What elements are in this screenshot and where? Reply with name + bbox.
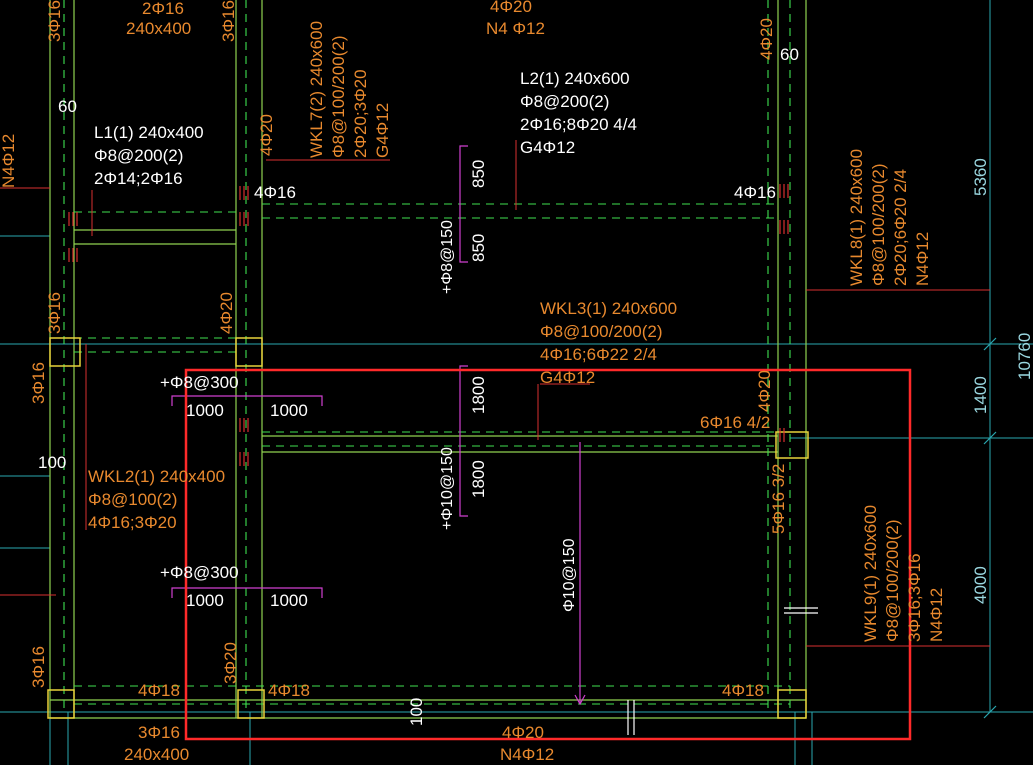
beam-rebar-4-18-b: 4Φ18 xyxy=(268,681,310,700)
col-rebar-4-20-upper: 4Φ20 xyxy=(257,114,276,156)
slab-bar-10-150-plus: +Φ10@150 xyxy=(439,447,456,530)
dim-60-left: 60 xyxy=(58,97,77,116)
right-col-rebar-4-20: 4Φ20 xyxy=(755,370,774,412)
wkl8-stirrup: Φ8@100/200(2) xyxy=(869,163,888,286)
wkl9-stirrup: Φ8@100/200(2) xyxy=(883,519,902,642)
dim-100-left: 100 xyxy=(38,453,66,472)
l2-beam-main: 2Φ16;8Φ20 4/4 xyxy=(520,115,637,134)
col-rebar-3-16-a: 3Φ16 xyxy=(45,292,64,334)
slab-bar-8-300-b: +Φ8@300 xyxy=(160,563,239,582)
columns xyxy=(47,337,809,719)
dim-4000: 4000 xyxy=(971,566,990,604)
left-col-rebar-top: 3Φ16 xyxy=(45,0,64,42)
bottom-beam-size: 240x400 xyxy=(124,745,189,764)
l2-beam-side: G4Φ12 xyxy=(520,138,575,157)
top-center-rebar: 4Φ20 xyxy=(490,0,532,16)
wkl7-main: 2Φ20;3Φ20 xyxy=(351,69,370,158)
l1-beam-stirrup: Φ8@200(2) xyxy=(94,146,183,165)
slab-dim-850-a: 850 xyxy=(469,160,488,188)
wkl9-title: WKL9(1) 240x600 xyxy=(861,505,880,642)
wkl2-stirrup: Φ8@100(2) xyxy=(88,490,177,509)
wkl3-main: 4Φ16;6Φ22 2/4 xyxy=(540,345,657,364)
beam-dashed-lines xyxy=(63,0,791,712)
l1-beam-title: L1(1) 240x400 xyxy=(94,123,204,142)
wkl7-title: WKL7(2) 240x600 xyxy=(307,21,326,158)
wkl8-side: N4Φ12 xyxy=(913,232,932,286)
dim-1000-d: 1000 xyxy=(270,591,308,610)
beam-rebar-4-16-right: 4Φ16 xyxy=(734,183,776,202)
l2-beam-stirrup: Φ8@200(2) xyxy=(520,92,609,111)
slab-bar-10-150: Φ10@150 xyxy=(561,538,578,612)
leader-lines xyxy=(0,140,990,647)
bottom-center-rebar: 4Φ20 xyxy=(502,723,544,742)
dim-1000-a: 1000 xyxy=(186,401,224,420)
wkl2-main: 4Φ16;3Φ20 xyxy=(88,513,177,532)
wkl7-stirrup: Φ8@100/200(2) xyxy=(329,35,348,158)
bottom-center-waist: N4Φ12 xyxy=(500,745,554,764)
l1-beam-main: 2Φ14;2Φ16 xyxy=(94,169,183,188)
mid-col-rebar-top: 3Φ16 xyxy=(219,0,238,42)
slab-rebar-lines xyxy=(171,145,581,704)
right-col-rebar-5-16: 5Φ16 3/2 xyxy=(769,464,788,534)
wkl8-main: 2Φ20;6Φ20 2/4 xyxy=(891,169,910,286)
beam-rebar-4-18-a: 4Φ18 xyxy=(138,681,180,700)
wkl7-side: G4Φ12 xyxy=(373,103,392,158)
dimension-ticks xyxy=(983,337,997,719)
section-markers xyxy=(627,607,818,735)
top-column-size: 240x400 xyxy=(126,19,191,38)
top-column-rebar: 2Φ16 xyxy=(142,0,184,18)
dim-10760: 10760 xyxy=(1015,333,1033,380)
beam-rebar-4-16-left: 4Φ16 xyxy=(254,183,296,202)
wkl3-stirrup: Φ8@100/200(2) xyxy=(540,322,663,341)
top-center-waist: N4 Φ12 xyxy=(486,19,545,38)
wkl3-title: WKL3(1) 240x600 xyxy=(540,299,677,318)
col-rebar-4-20-mid: 4Φ20 xyxy=(217,292,236,334)
col-rebar-3-16-bottom-left: 3Φ16 xyxy=(29,646,48,688)
wkl3-side: G4Φ12 xyxy=(540,368,595,387)
slab-dim-1800-a: 1800 xyxy=(469,376,488,414)
slab-dim-850-b: 850 xyxy=(469,234,488,262)
wkl2-title: WKL2(1) 240x400 xyxy=(88,467,225,486)
bottom-beam-rebar: 3Φ16 xyxy=(138,723,180,742)
wkl9-main: 3Φ16;3Φ16 xyxy=(905,553,924,642)
col-rebar-3-20-bottom: 3Φ20 xyxy=(221,642,240,684)
hatch-marks xyxy=(68,184,789,466)
wkl8-title: WKL8(1) 240x600 xyxy=(847,149,866,286)
l2-beam-title: L2(1) 240x600 xyxy=(520,69,630,88)
dim-1000-c: 1000 xyxy=(186,591,224,610)
wkl9-side: N4Φ12 xyxy=(927,588,946,642)
slab-bar-8-300-a: +Φ8@300 xyxy=(160,373,239,392)
selection-box[interactable] xyxy=(184,368,912,741)
dim-1000-b: 1000 xyxy=(270,401,308,420)
beam-rebar-6-16: 6Φ16 4/2 xyxy=(700,413,770,432)
dim-100-bottom: 100 xyxy=(407,698,426,726)
dim-60-top: 60 xyxy=(780,45,799,64)
slab-bar-arrow xyxy=(574,694,586,706)
slab-dim-1800-b: 1800 xyxy=(469,460,488,498)
top-right-rebar: 4Φ20 xyxy=(757,18,776,60)
left-edge-rebar: N4Φ12 xyxy=(0,134,18,188)
beam-rebar-4-18-c: 4Φ18 xyxy=(722,681,764,700)
slab-bar-8-150: +Φ8@150 xyxy=(439,220,456,294)
dim-1400: 1400 xyxy=(971,376,990,414)
col-rebar-3-16-left: 3Φ16 xyxy=(29,362,48,404)
dim-5360: 5360 xyxy=(971,158,990,196)
